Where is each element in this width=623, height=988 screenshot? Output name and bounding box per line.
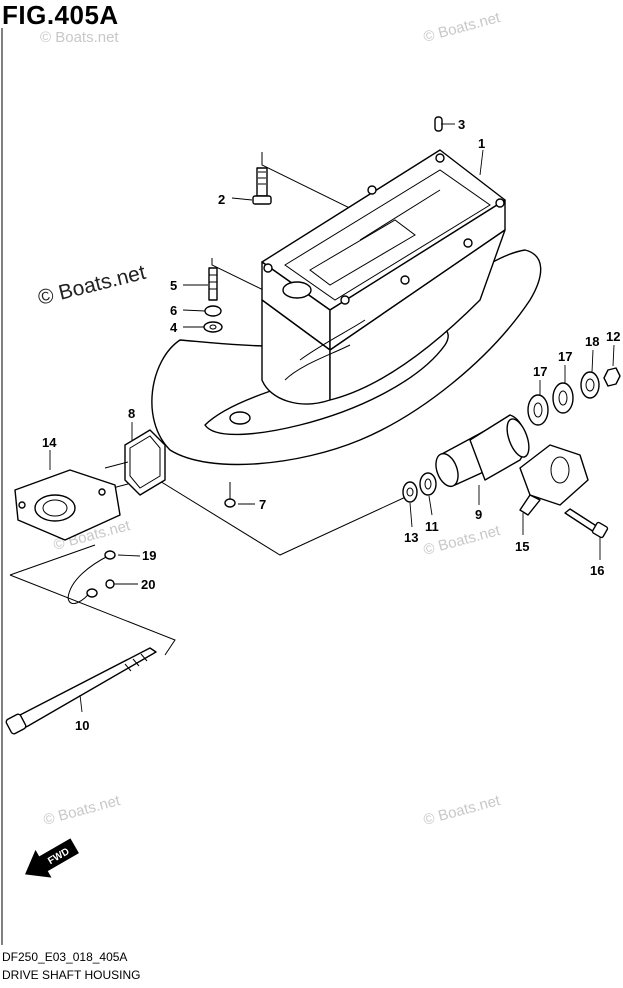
watermark-large: © Boats.net	[36, 261, 148, 310]
callout-8: 8	[128, 406, 135, 421]
fwd-arrow: FWD	[25, 838, 79, 878]
figure-title: FIG.405A	[2, 0, 119, 30]
callout-10: 10	[75, 718, 89, 733]
watermark: © Boats.net	[42, 792, 123, 829]
callout-7: 7	[259, 497, 266, 512]
callout-16: 16	[590, 563, 604, 578]
callout-17a: 17	[533, 364, 547, 379]
clamp-14	[14, 469, 121, 541]
washer-11-hole	[424, 478, 432, 490]
washer-17a-hole	[533, 402, 543, 418]
plug-7	[224, 498, 236, 508]
stud-5	[208, 267, 218, 301]
callout-18: 18	[585, 334, 599, 349]
callout-19: 19	[142, 548, 156, 563]
bolt-10	[5, 647, 157, 735]
washer-13-hole	[406, 487, 414, 497]
washer-11	[419, 472, 437, 496]
callout-6: 6	[170, 303, 177, 318]
washer-4-hole	[209, 324, 217, 330]
callout-5: 5	[170, 278, 177, 293]
figure-code: DF250_E03_018_405A	[2, 950, 128, 964]
watermark: © Boats.net	[422, 792, 503, 829]
drive-shaft-housing	[151, 149, 542, 466]
callout-4: 4	[170, 320, 178, 335]
callout-11: 11	[425, 519, 439, 534]
bolt-16	[564, 508, 609, 539]
callout-17b: 17	[558, 349, 572, 364]
callout-1: 1	[478, 136, 485, 151]
nut-12	[603, 367, 621, 387]
washer-17b	[552, 382, 574, 414]
callout-15: 15	[515, 539, 529, 554]
callout-20: 20	[141, 577, 155, 592]
washer-13	[402, 481, 418, 503]
mount-9	[435, 414, 530, 488]
callout-12: 12	[606, 329, 620, 344]
bracket-15	[519, 444, 589, 516]
washer-18-hole	[585, 378, 595, 392]
callouts: 3 1 2 5 6 4 7 8 14 19 20 10 9 11 13 15 1…	[42, 117, 620, 733]
dowel-pin-3	[434, 116, 443, 132]
callout-9: 9	[475, 507, 482, 522]
washer-18	[580, 371, 600, 399]
washer-4	[203, 321, 223, 333]
washer-17a	[527, 394, 549, 426]
figure-caption: DRIVE SHAFT HOUSING	[2, 968, 141, 982]
callout-14: 14	[42, 435, 57, 450]
callout-3: 3	[458, 117, 465, 132]
watermark: © Boats.net	[40, 29, 119, 46]
leader-lines	[49, 123, 615, 713]
watermark: © Boats.net	[422, 9, 503, 46]
callout-13: 13	[404, 530, 418, 545]
callout-2: 2	[218, 192, 225, 207]
bolt-2	[252, 167, 272, 205]
ground-wire	[67, 550, 116, 604]
washer-17b-hole	[558, 390, 568, 406]
bracket-8	[104, 429, 166, 496]
nut-6	[204, 305, 222, 317]
